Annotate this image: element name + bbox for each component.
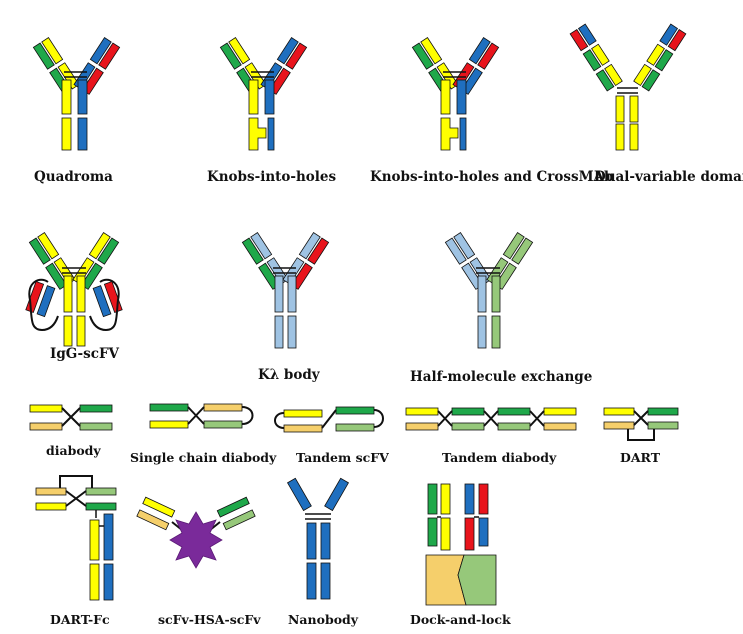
igg-scfv-structure xyxy=(25,232,123,347)
label-knobs-into-holes: Knobs-into-holes xyxy=(207,169,337,185)
half-molecule-exchange-structure xyxy=(444,232,534,349)
label-dual-variable: Dual-variable domains xyxy=(594,169,743,185)
diabody-structure xyxy=(29,404,113,431)
scfv-hsa-scfv-structure xyxy=(136,496,256,569)
label-scfv-hsa-scfv: scFv-HSA-scFv xyxy=(158,612,261,627)
quadroma-structure xyxy=(32,37,121,151)
label-klambda-body: Kλ body xyxy=(258,367,321,383)
single-chain-diabody-structure xyxy=(149,403,254,429)
dart-structure xyxy=(603,407,679,441)
nanobody-structure xyxy=(286,477,350,600)
label-quadroma: Quadroma xyxy=(34,169,113,185)
tandem-scfv-structure xyxy=(274,406,384,433)
label-tandem-diabody: Tandem diabody xyxy=(442,450,557,465)
label-dock-and-lock: Dock-and-lock xyxy=(410,612,511,627)
dart-fc-structure xyxy=(35,475,117,601)
klambda-body-structure xyxy=(241,232,330,349)
label-tandem-scfv: Tandem scFV xyxy=(296,450,389,465)
tandem-diabody-structure xyxy=(405,407,577,431)
label-diabody: diabody xyxy=(46,443,101,458)
label-knobs-crossmab: Knobs-into-holes and CrossMAb xyxy=(370,169,613,185)
dual-variable-domains-structure xyxy=(569,23,687,151)
label-dart: DART xyxy=(620,450,661,465)
hsa-star xyxy=(169,511,223,569)
label-dart-fc: DART-Fc xyxy=(50,612,110,627)
label-igg-scfv: IgG-scFV xyxy=(50,346,120,362)
label-half-molecule: Half-molecule exchange xyxy=(410,369,592,385)
dock-and-lock-structure xyxy=(425,483,497,606)
label-nanobody: Nanobody xyxy=(288,612,359,627)
label-single-chain-diabody: Single chain diabody xyxy=(130,450,277,465)
knobs-crossmab-structure xyxy=(411,37,500,151)
knobs-into-holes-structure xyxy=(219,37,308,151)
